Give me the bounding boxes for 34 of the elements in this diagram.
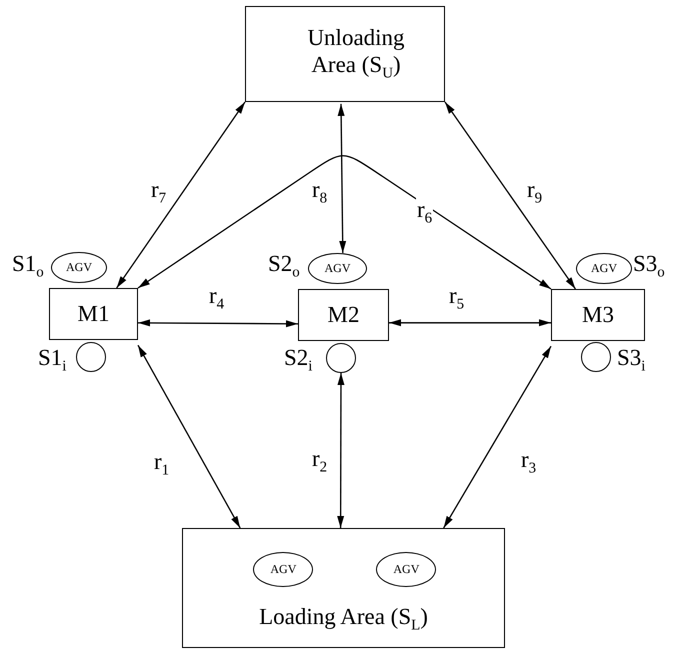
arrow bbox=[338, 104, 346, 253]
arrow bbox=[138, 319, 298, 328]
vehicle-label: AGV bbox=[591, 262, 617, 276]
station-label: S1$_{i}$ bbox=[38, 346, 66, 375]
vehicle-label: AGV bbox=[270, 562, 296, 577]
arrow bbox=[444, 102, 576, 290]
node-label: Unloading Area (S$_{U}$) bbox=[306, 25, 406, 83]
station-label: S3$_{i}$ bbox=[617, 346, 646, 375]
machine-box bbox=[298, 289, 389, 341]
vehicle-ellipse bbox=[576, 253, 632, 284]
node-label: M2 bbox=[328, 302, 360, 328]
vehicle-label: AGV bbox=[66, 260, 92, 274]
machine-box bbox=[551, 289, 645, 341]
station-circle bbox=[581, 342, 611, 372]
arrow bbox=[137, 344, 241, 528]
station-circle bbox=[326, 343, 356, 373]
node-label: M3 bbox=[582, 302, 614, 328]
arrow bbox=[443, 346, 552, 528]
station-label: S2$_{o}$ bbox=[268, 252, 300, 281]
area-box bbox=[182, 528, 505, 648]
arrow bbox=[138, 155, 552, 290]
vehicle-label: AGV bbox=[324, 262, 350, 276]
station-label: S1$_{o}$ bbox=[12, 252, 44, 281]
node-label: M1 bbox=[78, 300, 110, 328]
station-circle bbox=[76, 342, 106, 372]
machine-box bbox=[49, 288, 138, 340]
arrow bbox=[337, 373, 344, 528]
station-label: S2$_{i}$ bbox=[284, 346, 312, 375]
arrow bbox=[116, 102, 246, 288]
station-label: S3$_{o}$ bbox=[633, 252, 665, 281]
vehicle-label: AGV bbox=[393, 562, 420, 577]
area-box bbox=[245, 6, 445, 102]
arrow bbox=[389, 319, 551, 326]
node-label: Loading Area (S$_{L}$) bbox=[259, 604, 428, 634]
